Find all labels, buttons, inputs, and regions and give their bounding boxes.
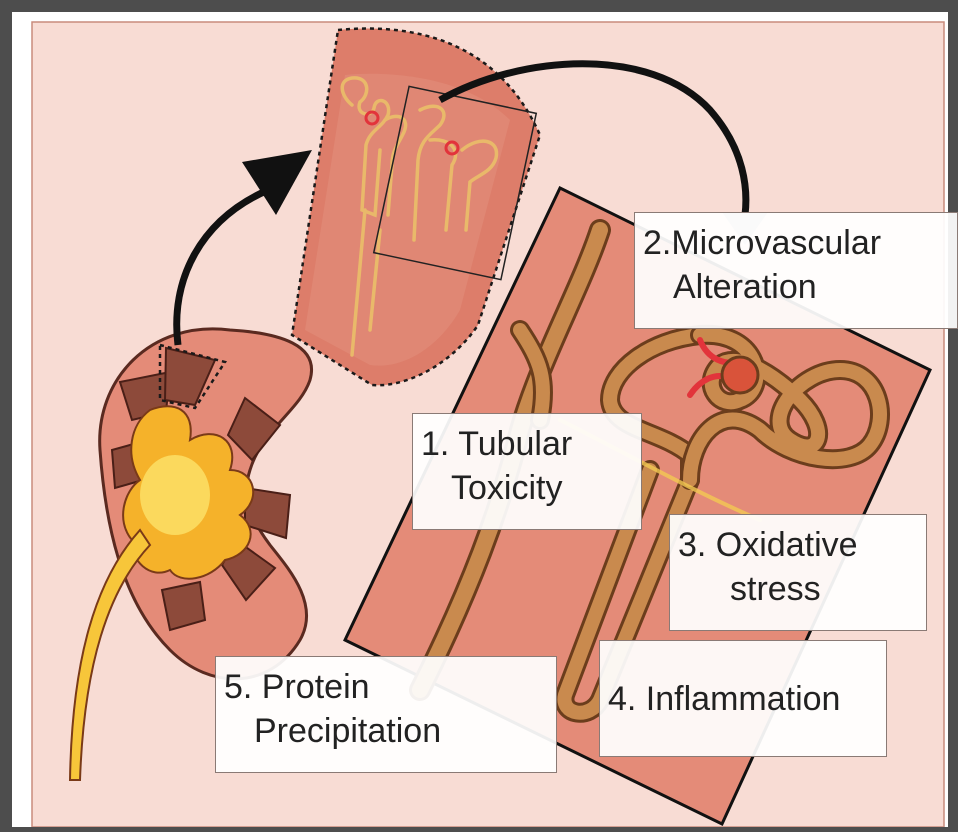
label-oxidative-stress: 3. Oxidative stress xyxy=(669,514,927,631)
label-tubular-line1: 1. Tubular xyxy=(421,422,635,466)
label-oxidative-line2: stress xyxy=(678,567,920,611)
label-microvascular-line1: 2.Microvascular xyxy=(643,221,951,265)
label-inflammation-line1: 4. Inflammation xyxy=(608,677,880,721)
label-tubular-toxicity: 1. Tubular Toxicity xyxy=(412,413,642,530)
label-microvascular-line2: Alteration xyxy=(643,265,951,309)
label-tubular-line2: Toxicity xyxy=(421,466,635,510)
label-protein-precipitation: 5. Protein Precipitation xyxy=(215,656,557,773)
label-microvascular-alteration: 2.Microvascular Alteration xyxy=(634,212,958,329)
label-protein-line1: 5. Protein xyxy=(224,665,550,709)
label-inflammation: 4. Inflammation xyxy=(599,640,887,757)
label-protein-line2: Precipitation xyxy=(224,709,550,753)
label-oxidative-line1: 3. Oxidative xyxy=(678,523,920,567)
